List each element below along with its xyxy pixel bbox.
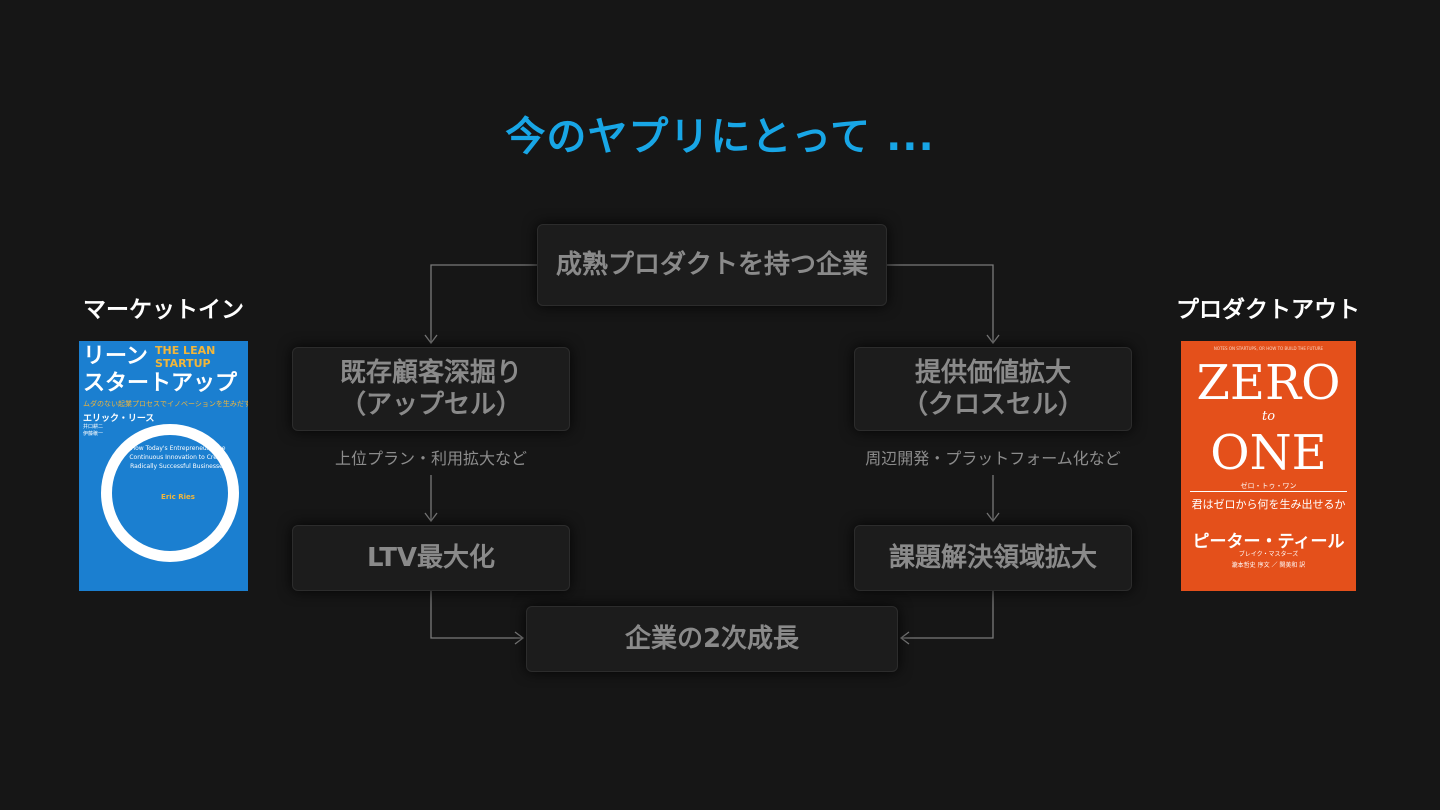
- node-ltv-label: LTV最大化: [367, 542, 495, 575]
- caption-upsell: 上位プラン・利用拡大など: [292, 445, 570, 469]
- node-ltv: LTV最大化: [292, 525, 570, 591]
- node-secondary-growth-label: 企業の2次成長: [625, 623, 799, 656]
- lean-blurb: How Today's Entrepreneurs Use Continuous…: [129, 444, 227, 471]
- node-upsell-line1: 既存顧客深掘り: [340, 357, 522, 390]
- caption-crosssell: 周辺開発・プラットフォーム化など: [834, 445, 1152, 469]
- zero-title-zero: ZERO: [1181, 355, 1356, 411]
- node-mature-product-company: 成熟プロダクトを持つ企業: [537, 224, 887, 306]
- node-mature-product-company-label: 成熟プロダクトを持つ企業: [556, 249, 868, 282]
- node-crosssell: 提供価値拡大 （クロスセル）: [854, 347, 1132, 431]
- zero-credits: 瀧本哲史 序文 ／ 関美和 訳: [1181, 560, 1356, 569]
- node-crosssell-line2: （クロスセル）: [902, 389, 1084, 422]
- zero-jp-name: ゼロ・トゥ・ワン: [1181, 481, 1356, 491]
- node-upsell: 既存顧客深掘り （アップセル）: [292, 347, 570, 431]
- zero-coauthor: ブレイク・マスターズ: [1181, 549, 1356, 558]
- zero-title-one: ONE: [1181, 425, 1356, 481]
- connector-left-bottom: [431, 591, 523, 638]
- connector-top-left: [431, 265, 537, 343]
- connector-top-right: [887, 265, 993, 343]
- zero-jp-subtitle: 君はゼロから何を生み出せるか: [1181, 496, 1356, 512]
- node-secondary-growth: 企業の2次成長: [526, 606, 898, 672]
- lean-author-en: Eric Ries: [129, 493, 227, 501]
- zero-divider: [1190, 491, 1347, 492]
- lean-translator-2: 伊藤穣一: [83, 430, 103, 437]
- zero-to-one-book-cover: NOTES ON STARTUPS, OR HOW TO BUILD THE F…: [1181, 341, 1356, 591]
- node-problem-domain-label: 課題解決領域拡大: [889, 542, 1097, 575]
- lean-en-title: THE LEAN STARTUP: [155, 344, 215, 370]
- zero-title-to: to: [1181, 409, 1356, 424]
- connector-right-bottom: [901, 591, 993, 638]
- lean-translator-1: 井口耕二: [83, 423, 103, 430]
- lean-subtitle: ムダのない起業プロセスでイノベーションを生みだす: [83, 399, 248, 409]
- node-upsell-line2: （アップセル）: [340, 389, 522, 422]
- node-crosssell-line1: 提供価値拡大: [915, 357, 1071, 390]
- lean-startup-book-cover: リーン スタートアップ THE LEAN STARTUP ムダのない起業プロセス…: [79, 341, 248, 591]
- node-problem-domain: 課題解決領域拡大: [854, 525, 1132, 591]
- zero-notes: NOTES ON STARTUPS, OR HOW TO BUILD THE F…: [1181, 346, 1356, 351]
